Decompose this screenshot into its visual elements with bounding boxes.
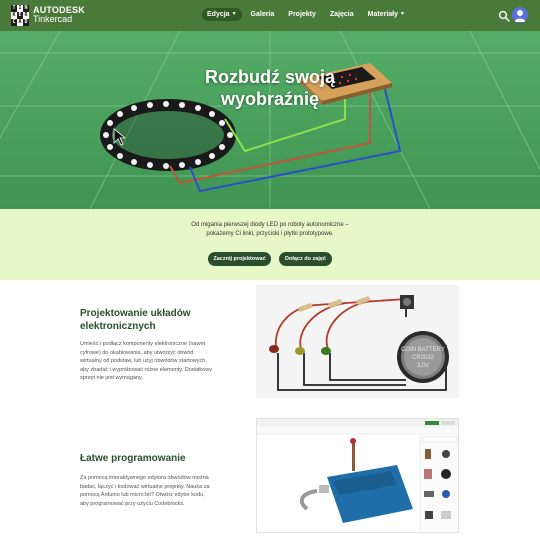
circuit-image: COIN BATTERY CR2032 3.0V [256,285,459,398]
hero-title: Rozbudź swoją wyobraźnię [170,66,370,110]
logo-letter: T [11,5,17,12]
hero-title-line: wyobraźnię [220,89,320,109]
battery-voltage: 3.0V [417,363,429,369]
main-menu: Edycja▼ Galeria Projekty Zajęcia Materia… [202,8,414,21]
feature-description: Za pomocą interaktywnego edytora obwodów… [80,475,210,507]
nav-item-label: Materiały [367,11,399,18]
start-designing-button[interactable]: Zacznij projektować [208,252,271,266]
top-navbar: T I N K E R C A D AUTODESK Tinkercad Edy… [0,0,540,31]
intro-band: Od migania pierwszej diody LED po roboty… [0,209,540,280]
user-avatar-icon[interactable] [512,7,528,23]
logo-letter: N [23,5,29,12]
logo-letter: I [17,5,23,12]
nav-item-projekty[interactable]: Projekty [283,8,321,21]
brand-product: Tinkercad [33,14,73,24]
logo-letter: C [11,19,17,26]
nav-item-label: Projekty [288,11,316,18]
circuit-illustration: COIN BATTERY CR2032 3.0V [256,285,459,398]
hero-banner: Rozbudź swoją wyobraźnię [0,31,540,209]
nav-item-edycja[interactable]: Edycja▼ [202,8,242,21]
nav-item-zajecia[interactable]: Zajęcia [325,8,359,21]
nav-item-label: Zajęcia [329,11,354,18]
nav-item-materialy[interactable]: Materiały▼ [363,8,410,21]
brand-wordmark[interactable]: AUTODESK Tinkercad [33,6,85,24]
brand-name: AUTODESK [33,5,85,15]
hero-title-line: Rozbudź swoją [205,67,335,87]
code-editor-image [256,418,459,533]
feature-title: Łatwe programowanie [80,452,186,465]
chevron-down-icon: ▼ [231,11,237,17]
feature-title: Projektowanie układów elektronicznych [80,307,191,333]
battery-label: COIN BATTERY [401,347,445,353]
intro-text: Od migania pierwszej diody LED po roboty… [191,222,349,237]
nav-item-label: Galeria [250,11,275,18]
nav-item-label: Edycja [207,11,230,18]
join-class-button[interactable]: Dołącz do zajęć [279,252,332,266]
search-icon[interactable] [498,10,510,22]
feature-title-line: Łatwe programowanie [80,453,186,464]
feature-description: Umieść i podłącz komponenty elektroniczn… [80,341,212,381]
tinkercad-logo[interactable]: T I N K E R C A D [11,5,29,26]
logo-letter: A [17,19,23,26]
logo-letter: K [11,12,17,19]
hero-illustration [0,31,540,209]
logo-letter: R [23,12,29,19]
person-icon [514,10,526,22]
nav-item-galeria[interactable]: Galeria [246,8,280,21]
editor-illustration [257,419,458,532]
battery-model: CR2032 [412,355,435,361]
logo-letter: D [23,19,29,26]
logo-letter: E [17,12,23,19]
feature-title-line: Projektowanie układów [80,308,191,319]
chevron-down-icon: ▼ [400,11,405,17]
feature-title-line: elektronicznych [80,321,156,332]
